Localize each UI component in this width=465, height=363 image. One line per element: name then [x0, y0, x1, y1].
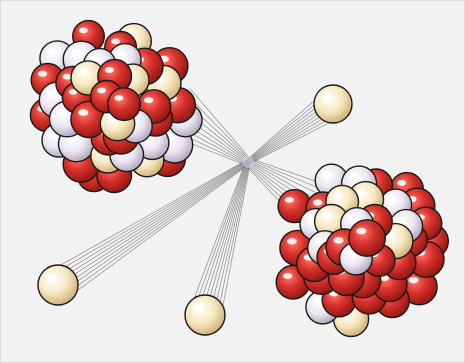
free-neutron — [185, 295, 225, 335]
proton — [349, 220, 385, 256]
free-neutron — [38, 265, 78, 305]
fission-point — [242, 156, 254, 168]
free-neutron — [314, 85, 352, 123]
proton — [108, 88, 141, 121]
